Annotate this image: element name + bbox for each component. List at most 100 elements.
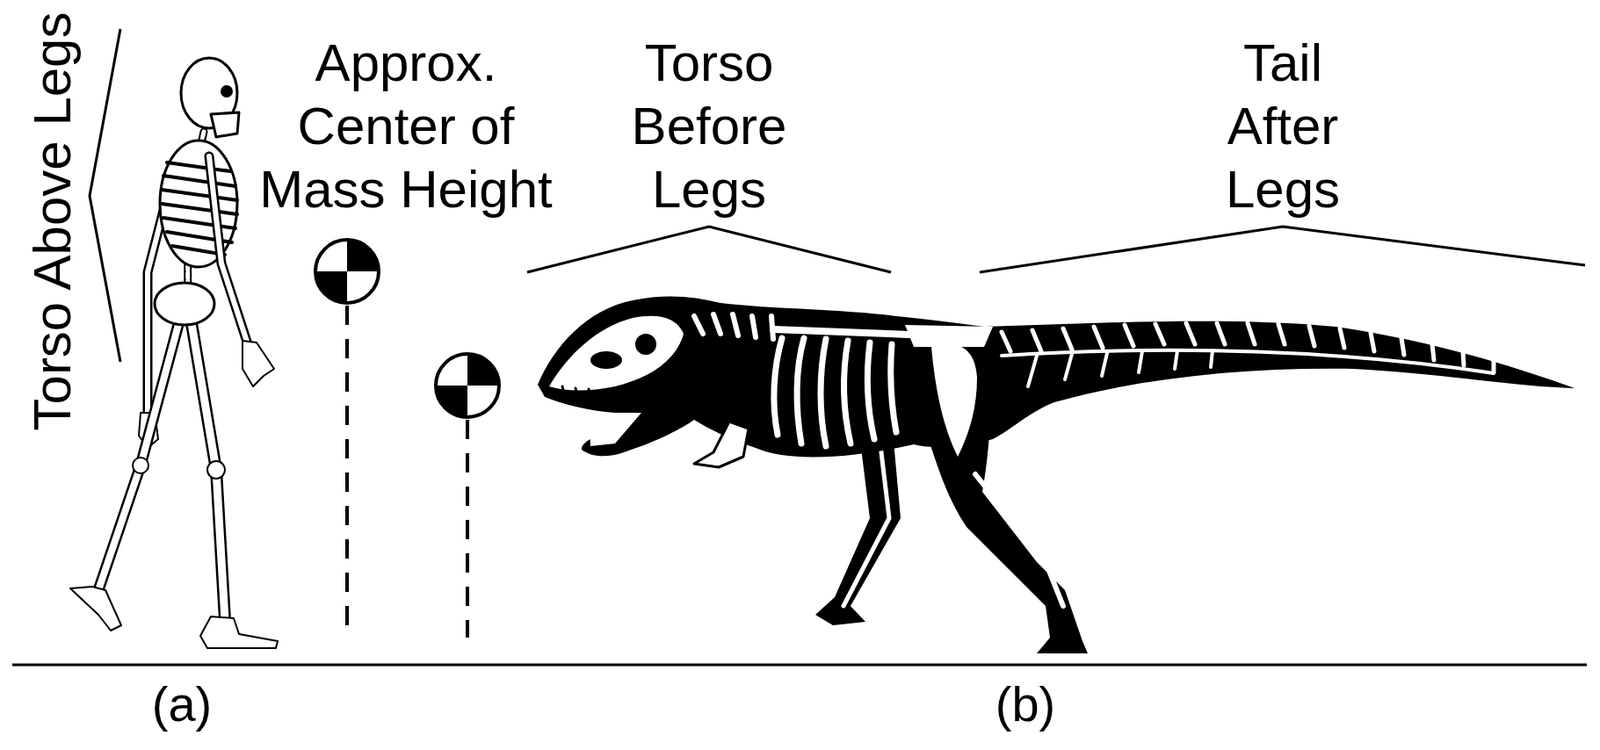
illustration-part [562, 386, 565, 398]
illustration-part [635, 333, 657, 355]
illustration-part [191, 323, 225, 621]
illustration-part [890, 344, 897, 433]
illustration-part [161, 203, 238, 215]
illustration-part [1432, 344, 1434, 361]
illustration-part [1032, 330, 1042, 352]
annotation-label: Tail After Legs [1190, 31, 1376, 222]
bracket [527, 226, 891, 273]
illustration-part [590, 351, 623, 370]
illustration-part [1491, 360, 1497, 373]
illustration-part [1001, 332, 1011, 352]
illustration-part [200, 616, 278, 649]
illustration-part [694, 316, 703, 334]
illustration-part [713, 314, 721, 334]
illustration-part [1174, 350, 1178, 370]
annotation-label: Torso Before Legs [616, 31, 802, 222]
illustration-part [1001, 350, 1494, 374]
illustration-part [132, 457, 149, 474]
illustration-part [1186, 323, 1195, 345]
illustration-part [732, 314, 739, 336]
illustration-part [796, 338, 804, 444]
illustration-part [159, 140, 238, 268]
illustration-part [161, 189, 238, 201]
illustration-part [98, 318, 181, 591]
illustration-part [1309, 325, 1315, 347]
illustration-part [820, 339, 826, 447]
illustration-part [975, 474, 1064, 607]
illustration-part [774, 338, 782, 435]
illustration-part [315, 271, 348, 304]
illustration-part [98, 318, 181, 591]
panel-label: (b) [995, 676, 1056, 733]
illustration-part [1138, 351, 1143, 373]
bracket [89, 28, 121, 362]
illustration-part [549, 316, 684, 391]
illustration-part [1028, 355, 1037, 387]
illustration-part [70, 586, 122, 631]
illustration-part [166, 162, 231, 172]
illustration-part [98, 318, 181, 591]
illustration-part [347, 239, 379, 272]
illustration-part [1155, 324, 1165, 345]
illustration-part [1216, 323, 1225, 345]
illustration-part [154, 282, 215, 326]
illustration-part [1247, 323, 1255, 345]
illustration-part [1210, 350, 1213, 368]
illustration-part [588, 412, 642, 447]
illustration-part [774, 338, 897, 447]
illustration-part [1093, 326, 1103, 348]
illustration-part [1001, 323, 1494, 373]
human-skeleton [70, 57, 278, 649]
illustration-part [209, 156, 248, 345]
annotation-label: Approx. Center of Mass Height [247, 31, 565, 222]
illustration-part [1339, 328, 1345, 348]
illustration-part [1028, 350, 1213, 387]
bracket [979, 226, 1586, 273]
illustration-part [537, 296, 1575, 458]
illustration-part [752, 316, 756, 338]
center-of-mass-symbol [435, 354, 500, 638]
illustration-part [1462, 351, 1464, 366]
illustration-part [315, 239, 379, 304]
panel-label: (a) [152, 676, 212, 733]
illustration-part [467, 354, 500, 386]
illustration-part [465, 419, 470, 638]
center-of-mass-symbol [315, 239, 379, 638]
illustration-part [435, 385, 468, 418]
illustration-part [163, 217, 236, 229]
illustration-part [207, 461, 225, 479]
illustration-part [191, 323, 225, 621]
illustration-part [161, 162, 238, 255]
ground-line [12, 664, 1587, 667]
illustration-part [575, 388, 579, 400]
illustration-part [694, 314, 774, 340]
illustration-part [931, 344, 978, 457]
illustration-part [1370, 333, 1375, 352]
illustration-part [209, 156, 248, 345]
illustration-part [220, 85, 233, 98]
illustration-part [843, 430, 890, 607]
illustration-part [345, 305, 349, 638]
illustration-part [1063, 328, 1072, 350]
illustration-part [191, 323, 225, 621]
illustration-part [1064, 354, 1072, 380]
illustration-part [163, 175, 236, 187]
illustration-part [1401, 338, 1405, 355]
illustration-part [588, 389, 591, 401]
illustration-part [210, 112, 239, 138]
illustration-part [1101, 353, 1108, 377]
illustration-part [209, 156, 248, 345]
illustration-part [242, 340, 275, 387]
illustration-part [918, 331, 1088, 654]
illustration-part [562, 386, 591, 401]
illustration-part [1124, 325, 1134, 347]
illustration-part [694, 421, 749, 468]
illustration-part [1278, 324, 1285, 345]
illustration-part [435, 354, 500, 418]
illustration-part [904, 325, 993, 348]
illustration-part [868, 342, 875, 440]
axis-label: Torso Above Legs [21, 12, 85, 432]
dinosaur-skeleton [537, 296, 1575, 654]
illustration-part [844, 340, 851, 444]
